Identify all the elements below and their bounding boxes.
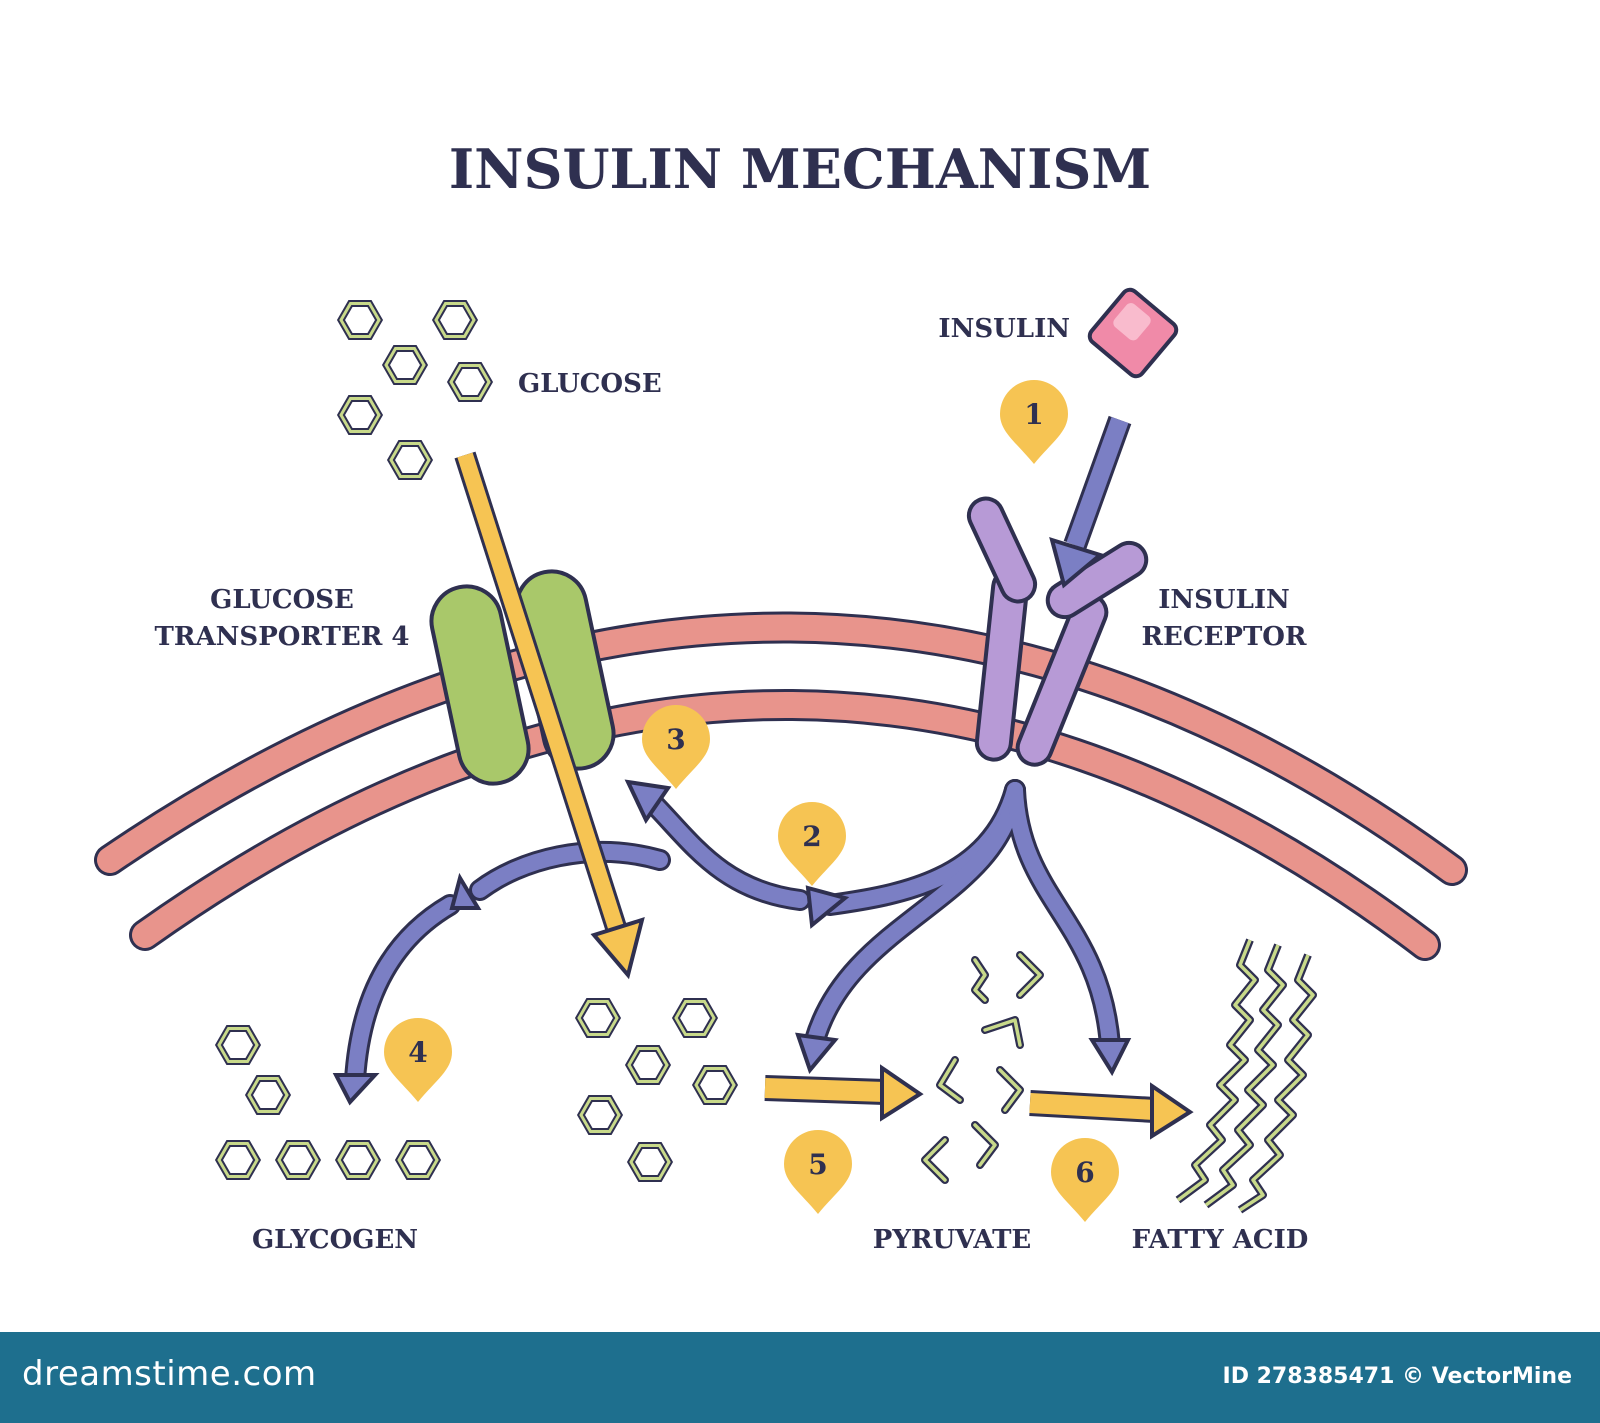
page-title: INSULIN MECHANISM	[449, 137, 1151, 201]
signal-pathways	[332, 779, 1132, 1106]
step-badge-number: 2	[802, 820, 821, 853]
step-badge-1: 1	[1000, 380, 1068, 464]
pyruvate-molecules	[921, 951, 1044, 1184]
fatty-acid-molecules	[1175, 938, 1317, 1214]
step-badge-3: 3	[642, 705, 710, 789]
step-badge-shape	[778, 802, 846, 886]
step-badge-shape	[384, 1018, 452, 1102]
step-badge-5: 5	[784, 1130, 852, 1214]
step-badge-shape	[1000, 380, 1068, 464]
cell-membrane	[94, 611, 1468, 961]
glucose-label: GLUCOSE	[518, 369, 662, 399]
step-badge-shape	[1051, 1138, 1119, 1222]
glucose-molecules	[341, 304, 489, 477]
insulin-receptor	[966, 496, 1149, 767]
step-badge-number: 1	[1024, 398, 1043, 431]
fatty-acid-label: FATTY ACID	[1132, 1225, 1309, 1255]
pyruvate-label: PYRUVATE	[873, 1225, 1031, 1255]
step-badge-number: 4	[408, 1036, 427, 1069]
receptor-label-line1: INSULIN	[1158, 585, 1290, 615]
footer-bar: dreamstime.com ID 278385471 © VectorMine	[0, 1332, 1600, 1423]
glycogen-label: GLYCOGEN	[252, 1225, 418, 1255]
glut4-label-line2: TRANSPORTER 4	[155, 622, 410, 652]
glucose-transport-arrow	[454, 451, 645, 980]
footer-credit: ID 278385471 © VectorMine	[1222, 1364, 1572, 1389]
insulin-label: INSULIN	[938, 314, 1070, 344]
step-badge-shape	[784, 1130, 852, 1214]
step-badge-number: 6	[1075, 1156, 1094, 1189]
step-badge-number: 3	[666, 723, 685, 756]
glut4-label-line1: GLUCOSE	[210, 585, 354, 615]
step-badge-2: 2	[778, 802, 846, 886]
insulin-diagram: INSULIN MECHANISM	[94, 137, 1468, 1255]
step-badge-6: 6	[1051, 1138, 1119, 1222]
step-badges: 1 2 3 4 5 6	[384, 380, 1119, 1222]
footer-brand[interactable]: dreamstime.com	[22, 1354, 317, 1394]
insulin-molecule	[1087, 287, 1179, 379]
intracellular-glucose	[579, 1002, 734, 1179]
step-badge-number: 5	[808, 1148, 827, 1181]
step-badge-shape	[642, 705, 710, 789]
conversion-arrows	[764, 1064, 1194, 1140]
insulin-binding-arrow	[1049, 415, 1132, 589]
receptor-label-line2: RECEPTOR	[1141, 622, 1306, 652]
step-badge-4: 4	[384, 1018, 452, 1102]
